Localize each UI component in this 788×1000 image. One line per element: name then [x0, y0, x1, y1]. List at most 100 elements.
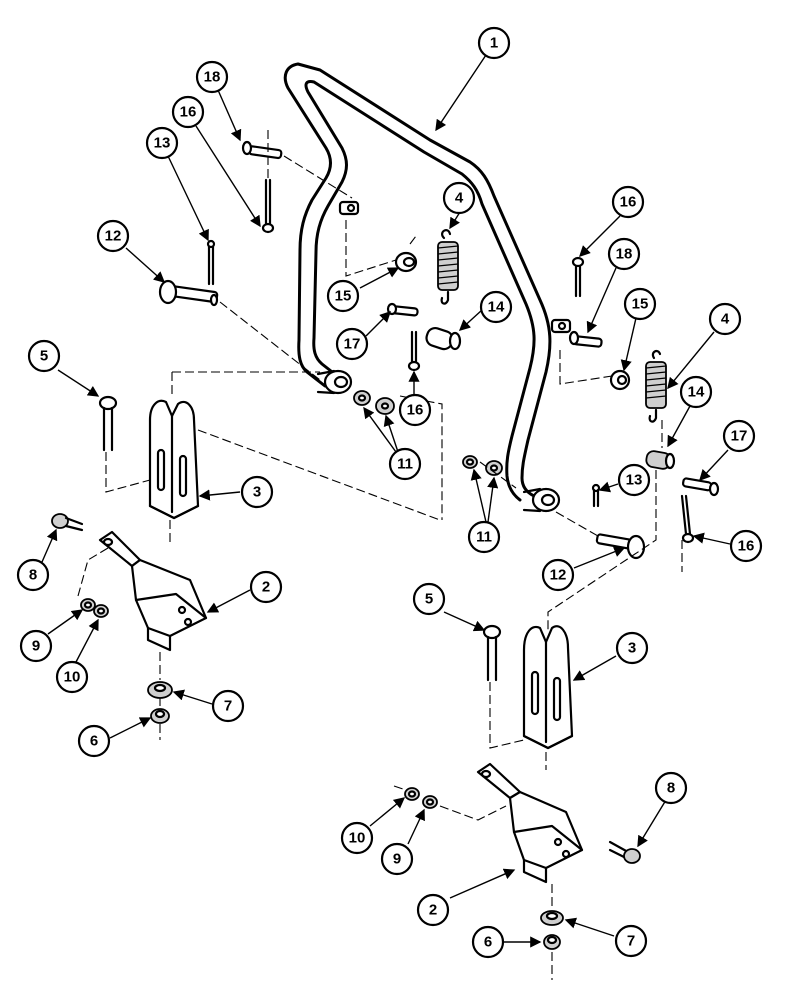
bolt-17-left — [386, 302, 419, 317]
leader-lines — [41, 54, 731, 948]
callout-4: 4 — [442, 181, 476, 215]
svg-text:14: 14 — [688, 384, 705, 401]
spring-4-left — [437, 229, 459, 305]
svg-text:18: 18 — [616, 246, 633, 263]
callout-18: 18 — [195, 60, 229, 94]
callout-17: 17 — [722, 419, 756, 453]
callout-9: 9 — [380, 842, 414, 876]
svg-text:16: 16 — [738, 538, 755, 555]
callout-16: 16 — [611, 185, 645, 219]
callouts: 1 18 16 13 12 4 15 14 17 16 5 11 3 8 2 9… — [16, 26, 763, 959]
callout-8: 8 — [654, 771, 688, 805]
svg-text:12: 12 — [105, 228, 122, 245]
callout-18: 18 — [607, 237, 641, 271]
nut-9-left — [80, 598, 96, 612]
callout-10: 10 — [340, 821, 374, 855]
callout-11: 11 — [467, 520, 501, 554]
svg-text:10: 10 — [64, 669, 81, 686]
assembly-lines — [77, 130, 683, 980]
bolt-8-left — [51, 513, 84, 532]
callout-13: 13 — [145, 126, 179, 160]
pin-16-left-lower — [407, 330, 421, 372]
washer-10-left — [93, 604, 109, 618]
callout-17: 17 — [335, 327, 369, 361]
svg-text:18: 18 — [204, 69, 221, 86]
svg-text:7: 7 — [224, 698, 232, 715]
svg-text:10: 10 — [349, 830, 366, 847]
svg-text:2: 2 — [262, 579, 270, 596]
svg-text:17: 17 — [731, 428, 748, 445]
washer-7-right — [540, 910, 564, 926]
bolt-18-left — [241, 140, 283, 160]
bolt-5-left — [98, 395, 118, 452]
svg-text:16: 16 — [407, 402, 424, 419]
pin-12-right — [595, 533, 646, 560]
svg-text:13: 13 — [626, 472, 643, 489]
svg-text:7: 7 — [627, 933, 635, 950]
nut-6-right — [543, 934, 561, 950]
svg-text:11: 11 — [476, 529, 492, 546]
svg-text:15: 15 — [632, 296, 649, 313]
svg-text:9: 9 — [393, 851, 401, 868]
callout-16: 16 — [171, 95, 205, 129]
callout-2: 2 — [249, 570, 283, 604]
svg-text:3: 3 — [253, 484, 261, 501]
cotter-13-right — [591, 483, 601, 508]
svg-text:8: 8 — [29, 567, 37, 584]
callout-12: 12 — [541, 558, 575, 592]
callout-14: 14 — [679, 375, 713, 409]
callout-6: 6 — [471, 925, 505, 959]
callout-10: 10 — [55, 660, 89, 694]
svg-text:5: 5 — [425, 591, 433, 608]
washers-11-left — [353, 390, 395, 415]
svg-text:12: 12 — [550, 567, 567, 584]
bolt-17-right — [681, 477, 720, 497]
callout-5: 5 — [27, 339, 61, 373]
pin-16-left-upper — [261, 178, 275, 234]
svg-text:8: 8 — [667, 780, 675, 797]
bracket-2-right — [476, 762, 584, 884]
bracket-3-left — [148, 399, 200, 520]
callout-16: 16 — [398, 393, 432, 427]
washer-9-right — [422, 795, 438, 809]
callout-14: 14 — [479, 290, 513, 324]
pin-16-right-lower — [680, 494, 695, 544]
callout-3: 3 — [615, 631, 649, 665]
callout-4: 4 — [708, 302, 742, 336]
bushing-15-left — [394, 251, 418, 273]
spring-4-right — [645, 349, 667, 423]
pin-16-right-upper — [571, 256, 585, 298]
svg-text:6: 6 — [90, 733, 98, 750]
callout-12: 12 — [96, 219, 130, 253]
callout-1: 1 — [477, 26, 511, 60]
callout-2: 2 — [416, 893, 450, 927]
callout-6: 6 — [77, 724, 111, 758]
bolt-18-right — [568, 330, 603, 348]
bracket-2-left — [98, 530, 208, 652]
svg-text:6: 6 — [484, 934, 492, 951]
callout-13: 13 — [617, 463, 651, 497]
svg-text:11: 11 — [397, 456, 413, 473]
svg-text:16: 16 — [180, 104, 197, 121]
roll-bar-frame — [283, 62, 572, 513]
cotter-13-left — [206, 239, 216, 286]
bushing-15-right — [609, 369, 631, 391]
bolt-8-right — [608, 840, 641, 864]
svg-text:14: 14 — [488, 299, 505, 316]
pin-12-left — [158, 279, 219, 307]
svg-text:1: 1 — [490, 35, 498, 52]
washers-11-right — [462, 455, 503, 476]
callout-7: 7 — [614, 924, 648, 958]
svg-text:5: 5 — [40, 348, 48, 365]
bracket-3-right — [522, 625, 574, 750]
svg-text:4: 4 — [721, 311, 730, 328]
callout-5: 5 — [412, 582, 446, 616]
callout-7: 7 — [211, 689, 245, 723]
svg-text:9: 9 — [32, 638, 40, 655]
svg-text:2: 2 — [429, 902, 437, 919]
callout-9: 9 — [19, 629, 53, 663]
callout-3: 3 — [240, 475, 274, 509]
nut-6-left — [150, 708, 170, 724]
svg-text:16: 16 — [620, 194, 637, 211]
